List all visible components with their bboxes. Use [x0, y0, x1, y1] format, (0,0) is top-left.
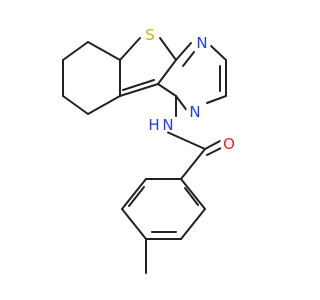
atom-labels: S N N H N O [141, 26, 238, 153]
oxygen-label: O [223, 135, 235, 153]
sulfur-atom: S [141, 26, 159, 44]
bond-lines [62, 37, 227, 274]
amide-h-label: H [148, 116, 159, 134]
pyrimidine-n-upper-label: N [196, 34, 207, 52]
amide-n-label: N [162, 116, 173, 134]
molecule-structure: S N N H N O [62, 26, 238, 274]
pyrimidine-n-lower: N [186, 103, 204, 121]
pyrimidine-n-lower-label: N [189, 103, 200, 121]
amide-nh: H N [148, 114, 174, 136]
pyrimidine-n-upper: N [193, 34, 211, 52]
carbonyl-oxygen: O [220, 135, 238, 153]
sulfur-label: S [145, 26, 155, 44]
